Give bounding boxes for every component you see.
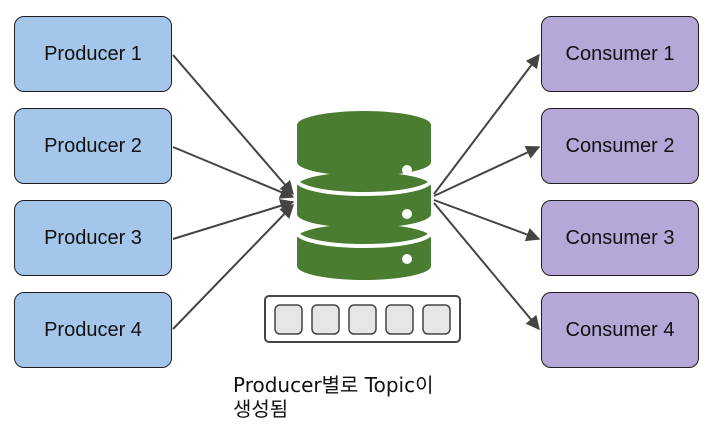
producer-label: Producer 3 xyxy=(44,226,142,249)
consumer-label: Consumer 2 xyxy=(565,134,675,157)
queue-slot xyxy=(348,304,377,335)
producer-node-2: Producer 2 xyxy=(14,108,172,184)
diagram-caption: Producer별로 Topic이 생성됨 xyxy=(233,373,533,421)
caption-line-2: 생성됨 xyxy=(233,397,289,421)
arrow-consumer-4 xyxy=(433,202,540,331)
consumer-node-2: Consumer 2 xyxy=(541,108,699,184)
queue-slot xyxy=(422,304,451,335)
queue-slot xyxy=(274,304,303,335)
producer-arrows xyxy=(172,54,295,330)
arrow-producer-2 xyxy=(172,146,295,199)
database-icon xyxy=(295,111,433,280)
consumer-label: Consumer 3 xyxy=(565,226,675,249)
consumer-label: Consumer 1 xyxy=(565,42,675,65)
producer-label: Producer 1 xyxy=(44,42,142,65)
database-disk-top xyxy=(297,111,431,176)
arrow-consumer-1 xyxy=(433,53,540,195)
consumer-node-4: Consumer 4 xyxy=(541,292,699,368)
arrow-producer-3 xyxy=(172,199,295,240)
consumer-node-3: Consumer 3 xyxy=(541,200,699,276)
producer-node-4: Producer 4 xyxy=(14,292,172,368)
arrow-consumer-3 xyxy=(433,199,541,242)
producer-label: Producer 2 xyxy=(44,134,142,157)
producer-label: Producer 4 xyxy=(44,318,142,341)
producer-node-3: Producer 3 xyxy=(14,200,172,276)
database-disk-middle xyxy=(297,172,431,228)
arrow-consumer-2 xyxy=(433,145,541,197)
message-queue-icon xyxy=(264,295,461,343)
database-disk-bottom xyxy=(297,224,431,280)
queue-slot xyxy=(385,304,414,335)
arrow-producer-4 xyxy=(172,203,294,330)
consumer-arrows xyxy=(433,53,541,331)
consumer-label: Consumer 4 xyxy=(565,318,675,341)
consumer-node-1: Consumer 1 xyxy=(541,16,699,92)
caption-line-1: Producer별로 Topic이 xyxy=(233,373,434,397)
queue-slot xyxy=(311,304,340,335)
arrow-producer-1 xyxy=(172,54,294,196)
producer-node-1: Producer 1 xyxy=(14,16,172,92)
